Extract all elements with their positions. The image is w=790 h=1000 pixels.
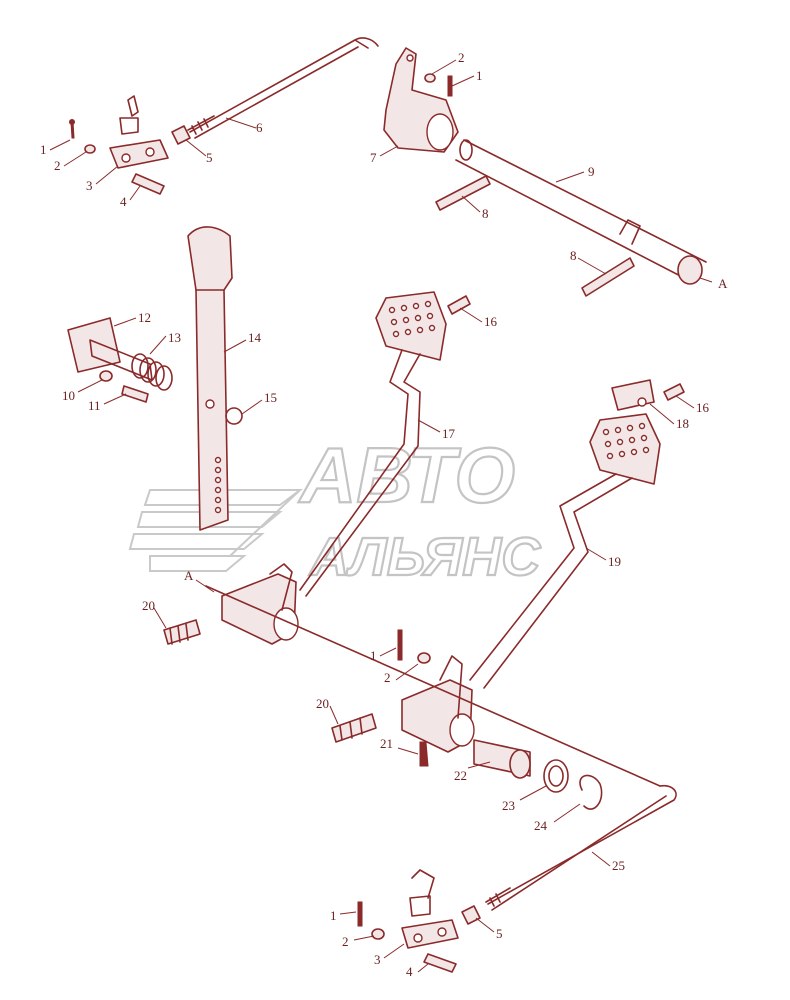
bolt-1-right [447,75,453,97]
watermark-logo [128,489,303,572]
nut-5-top [171,125,191,145]
callout-25: 25 [612,858,625,873]
callout-8-upper: 8 [482,206,489,221]
callout-20-left: 20 [142,598,155,613]
pin-4-top [131,173,165,195]
rod-25 [487,784,677,905]
section-mark-a-left: A [184,568,194,583]
cross-shaft-line [205,585,661,787]
callout-15: 15 [264,390,277,405]
watermark: АВТО АЛЬЯНС [128,430,542,588]
spring-20-left [163,619,201,645]
leader-lines [49,59,713,973]
callout-4-bottom: 4 [406,964,413,979]
pin-8-upper [435,175,491,211]
pin-4-bottom [423,953,457,973]
rod-thread-bottom [485,887,511,907]
callout-1: 1 [40,142,47,157]
clevis-3-bottom [401,919,459,949]
callouts: 1 2 3 4 5 6 2 1 7 9 8 8 12 13 14 10 11 1… [40,50,728,979]
callout-2: 2 [54,158,61,173]
bolt-11 [121,385,149,403]
callout-11: 11 [88,398,101,413]
callout-1-bottom: 1 [330,908,337,923]
washer-2-top [84,144,96,154]
bolt-1-bottom [357,901,363,927]
cotter-top [127,95,139,117]
callout-19: 19 [608,554,621,569]
callout-12: 12 [138,310,151,325]
callout-6: 6 [256,120,263,135]
callout-1-middle: 1 [370,648,377,663]
callout-17: 17 [442,426,456,441]
callout-18: 18 [676,416,689,431]
callout-16-upper: 16 [484,314,498,329]
callout-2-middle: 2 [384,670,391,685]
clevis-3-top [109,139,169,169]
callout-24: 24 [534,818,548,833]
circlip-24 [579,774,603,810]
bolt-1-middle [397,629,403,661]
rod-6 [189,39,369,133]
callout-21: 21 [380,736,393,751]
callout-3-bottom: 3 [374,952,381,967]
callout-20-right: 20 [316,696,329,711]
ratchet-teeth [214,456,222,514]
park-lever-assembly [67,226,243,531]
callout-23: 23 [502,798,515,813]
nut-5-bottom [461,905,481,925]
rod-thread-top [187,115,215,135]
callout-1-upper-right: 1 [476,68,483,83]
spring-20-right [331,713,377,743]
pedal-pad-17 [375,291,447,361]
washer-23 [543,759,569,793]
pedal-pad-19-pattern [602,422,650,460]
pedal-pad-17-pattern [388,300,436,338]
callout-4: 4 [120,194,127,209]
callout-3: 3 [86,178,93,193]
ring-15 [225,407,243,425]
callout-9: 9 [588,164,595,179]
lower-rod-assembly [357,784,677,973]
pin-8-lower [581,257,635,297]
pedal-pad-19 [589,413,661,485]
callout-22: 22 [454,768,467,783]
callout-10: 10 [62,388,75,403]
shaft-9 [463,139,707,263]
spring-13 [131,353,173,391]
washer-2-middle [417,652,431,664]
watermark-line2: АЛЬЯНС [308,527,541,587]
section-mark-a-right: A [718,276,728,291]
callout-2-bottom: 2 [342,934,349,949]
callout-13: 13 [168,330,181,345]
bracket-12 [67,317,121,373]
callout-16-lower: 16 [696,400,710,415]
callout-2-upper-right: 2 [458,50,465,65]
callout-5: 5 [206,150,213,165]
callout-14: 14 [248,330,262,345]
upper-rod-assembly [69,37,707,297]
washer-10 [99,370,113,382]
bolt-16-upper [447,295,471,315]
clutch-pedal-19 [401,379,661,753]
callout-7: 7 [370,150,377,165]
bracket-18 [611,379,655,411]
bolt-16-lower [663,383,685,401]
callout-5-bottom: 5 [496,926,503,941]
washer-2-right [424,73,436,83]
bolt-21 [419,741,429,767]
lever-14 [187,226,233,531]
cotter-bottom [411,869,435,899]
washer-2-bottom [371,928,385,940]
watermark-line1: АВТО [298,431,515,519]
callout-8-lower: 8 [570,248,577,263]
